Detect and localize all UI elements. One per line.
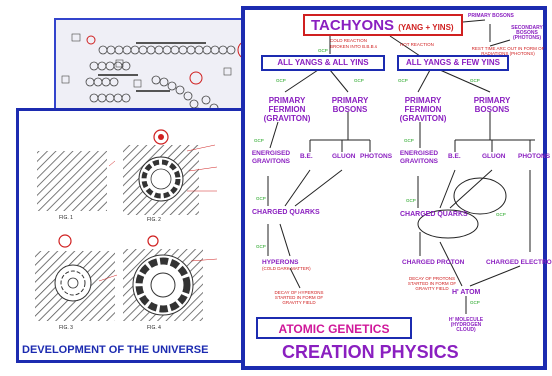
gcp-marker: GCP — [496, 212, 506, 217]
development-panel: FIG. 1 FIG. 2 FIG. 3 FIG. 4 — [16, 108, 246, 363]
left-branch-label: ALL YANGS & ALL YINS — [277, 58, 369, 67]
right-branch-label: ALL YANGS & FEW YINS — [406, 58, 500, 67]
fig-2-label: FIG. 2 — [147, 217, 161, 223]
gcp-marker: GCP — [404, 138, 414, 143]
atomic-genetics-box: ATOMIC GENETICS — [256, 317, 412, 339]
right-photons: PHOTONS — [518, 153, 551, 160]
development-title: DEVELOPMENT OF THE UNIVERSE — [22, 344, 209, 356]
right-primary-fermion: PRIMARY FERMION (GRAVITON) — [399, 96, 447, 123]
tachyons-label: TACHYONS (YANG + YINS) — [311, 17, 454, 34]
left-primary-bosons: PRIMARY BOSONS — [331, 96, 369, 114]
left-primary-fermion: PRIMARY FERMION (GRAVITON) — [263, 96, 311, 123]
left-decay-note: DECAY OF HYPERONS STARTED IN FORM OF GRA… — [274, 290, 324, 305]
right-be: B.E. — [448, 153, 461, 160]
hot-reaction-label: HOT REACTION — [400, 42, 434, 47]
right-gluon: GLUON — [482, 153, 506, 160]
gcp-marker: GCP — [256, 244, 266, 249]
fig-1-label: FIG. 1 — [59, 215, 73, 221]
primary-bosons-top: PRIMARY BOSONS — [468, 13, 514, 19]
creation-physics-title: CREATION PHYSICS — [282, 342, 459, 362]
broken-into-label: BROKEN INTO B.B.B.s — [330, 44, 378, 49]
gcp-marker: GCP — [318, 48, 328, 53]
gcp-marker: GCP — [398, 78, 408, 83]
right-decay-note: DECAY OF PROTONS STARTED IN FORM OF GRAV… — [407, 276, 457, 291]
gcp-marker: GCP — [470, 78, 480, 83]
left-be: B.E. — [300, 153, 313, 160]
fig-1-hatched-field — [37, 151, 107, 211]
right-energised-gravitons: ENERGISED GRAVITONS — [399, 150, 439, 165]
tachyons-box: TACHYONS (YANG + YINS) — [303, 14, 463, 36]
gcp-marker: GCP — [470, 300, 480, 305]
left-charged-quarks: CHARGED QUARKS — [252, 209, 320, 216]
bead-diagram — [61, 33, 257, 141]
gcp-marker: GCP — [256, 196, 266, 201]
right-branch-box — [397, 55, 509, 71]
universe-figures — [35, 129, 218, 321]
right-primary-bosons: PRIMARY BOSONS — [473, 96, 511, 114]
right-charged-quarks: CHARGED QUARKS — [400, 211, 468, 218]
fig-3-label: FIG. 3 — [59, 325, 73, 331]
gcp-marker: GCP — [354, 78, 364, 83]
gcp-marker: GCP — [406, 198, 416, 203]
rest-time-note: REST TIME ARC OUT IN FORM OF RADIATIONS … — [471, 46, 545, 56]
h-atom: H' ATOM — [452, 289, 481, 296]
left-gluon: GLUON — [332, 153, 356, 160]
gcp-marker: GCP — [254, 138, 264, 143]
h-molecule: H' MOLECULE (HYDROGEN CLOUD) — [448, 317, 484, 333]
left-photons: PHOTONS — [360, 153, 393, 160]
gcp-marker: GCP — [276, 78, 286, 83]
left-hyperons: HYPERONS — [262, 259, 299, 266]
left-energised-gravitons: ENERGISED GRAVITONS — [251, 150, 291, 165]
atomic-genetics-label: ATOMIC GENETICS — [278, 322, 390, 336]
right-charged-electron: CHARGED ELECTRON — [486, 259, 552, 266]
left-branch-box — [261, 55, 385, 71]
right-charged-proton: CHARGED PROTON — [402, 259, 465, 266]
fig-4-label: FIG. 4 — [147, 325, 161, 331]
left-hyperons-sub: (COLD DARK MATTER) — [262, 266, 311, 271]
secondary-bosons: SECONDARY BOSONS (PHOTONS) — [511, 25, 543, 41]
cold-reaction-label: COLD REACTION — [330, 38, 368, 43]
